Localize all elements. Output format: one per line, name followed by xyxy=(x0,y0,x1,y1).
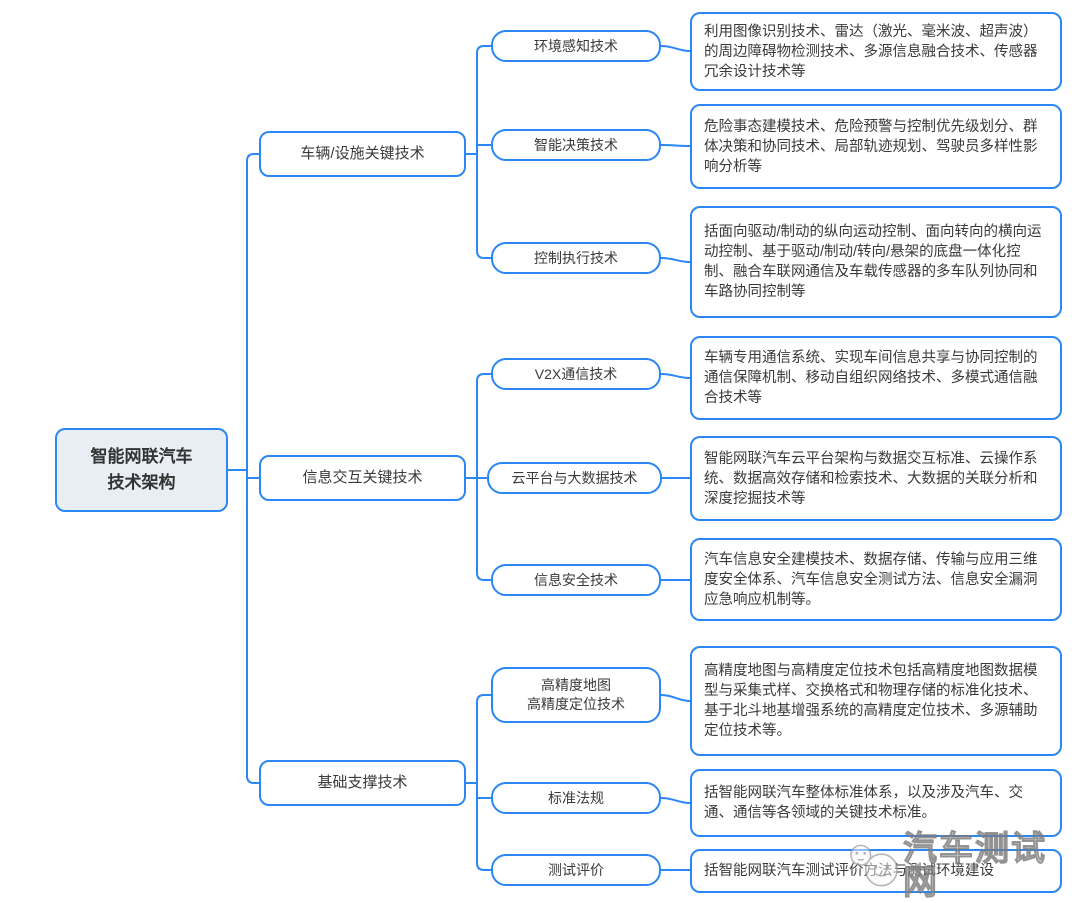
sub-node-info-security: 信息安全技术 xyxy=(491,564,661,596)
sub-node-cloud-bigdata: 云平台与大数据技术 xyxy=(487,462,662,494)
desc-intelligent-decision: 危险事态建模技术、危险预警与控制优先级划分、群体决策和协同技术、局部轨迹规划、驾… xyxy=(690,104,1062,189)
sub-node-label: 智能决策技术 xyxy=(534,136,618,153)
sub-node-hd-map-positioning: 高精度地图 高精度定位技术 xyxy=(491,667,661,723)
sub-node-label: 高精度地图 高精度定位技术 xyxy=(527,677,625,712)
desc-text: 危险事态建模技术、危险预警与控制优先级划分、群体决策和协同技术、局部轨迹规划、驾… xyxy=(704,118,1038,175)
branch-basic-support-tech: 基础支撑技术 xyxy=(259,760,466,806)
branch-label: 信息交互关键技术 xyxy=(302,469,423,487)
desc-text: 高精度地图与高精度定位技术包括高精度地图数据模型与采集式样、交换格式和物理存储的… xyxy=(704,663,1038,739)
desc-cloud-bigdata: 智能网联汽车云平台架构与数据交互标准、云操作系统、数据高效存储和检索技术、大数据… xyxy=(690,436,1062,521)
desc-environment-perception: 利用图像识别技术、雷达（激光、毫米波、超声波）的周边障碍物检测技术、多源信息融合… xyxy=(690,12,1062,91)
sub-node-label: 标准法规 xyxy=(548,789,604,806)
desc-text: 智能网联汽车云平台架构与数据交互标准、云操作系统、数据高效存储和检索技术、大数据… xyxy=(704,450,1038,507)
desc-standards-regulations: 括智能网联汽车整体标准体系，以及涉及汽车、交通、通信等各领域的关键技术标准。 xyxy=(690,769,1062,837)
desc-text: 括面向驱动/制动的纵向运动控制、面向转向的横向运动控制、基于驱动/制动/转向/悬… xyxy=(704,224,1042,300)
sub-node-intelligent-decision: 智能决策技术 xyxy=(491,129,661,161)
desc-test-evaluation: 括智能网联汽车测试评价方法与测试环境建设 xyxy=(690,849,1062,893)
sub-node-v2x-communication: V2X通信技术 xyxy=(491,358,661,390)
branch-label: 基础支撑技术 xyxy=(317,774,408,792)
desc-text: 括智能网联汽车测试评价方法与测试环境建设 xyxy=(704,863,994,879)
sub-node-environment-perception: 环境感知技术 xyxy=(491,30,661,62)
branch-info-interaction-tech: 信息交互关键技术 xyxy=(259,455,466,501)
desc-text: 车辆专用通信系统、实现车间信息共享与协同控制的通信保障机制、移动自组织网络技术、… xyxy=(704,350,1038,406)
sub-node-label: 信息安全技术 xyxy=(534,571,618,588)
branch-vehicle-facility-tech: 车辆/设施关键技术 xyxy=(259,131,466,177)
desc-hd-map-positioning: 高精度地图与高精度定位技术包括高精度地图数据模型与采集式样、交换格式和物理存储的… xyxy=(690,646,1062,756)
sub-node-standards-regulations: 标准法规 xyxy=(491,782,661,814)
branch-label: 车辆/设施关键技术 xyxy=(300,145,425,163)
desc-info-security: 汽车信息安全建模技术、数据存储、传输与应用三维度安全体系、汽车信息安全测试方法、… xyxy=(690,538,1062,621)
sub-node-label: 测试评价 xyxy=(548,861,604,878)
sub-node-test-evaluation: 测试评价 xyxy=(491,854,661,886)
desc-text: 利用图像识别技术、雷达（激光、毫米波、超声波）的周边障碍物检测技术、多源信息融合… xyxy=(704,23,1038,80)
sub-node-control-execution: 控制执行技术 xyxy=(491,242,661,274)
sub-node-label: 控制执行技术 xyxy=(534,249,618,266)
desc-control-execution: 括面向驱动/制动的纵向运动控制、面向转向的横向运动控制、基于驱动/制动/转向/悬… xyxy=(690,206,1062,318)
sub-node-label: 云平台与大数据技术 xyxy=(511,469,638,486)
root-node-label: 智能网联汽车 技术架构 xyxy=(90,446,193,492)
desc-v2x-communication: 车辆专用通信系统、实现车间信息共享与协同控制的通信保障机制、移动自组织网络技术、… xyxy=(690,336,1062,420)
desc-text: 括智能网联汽车整体标准体系，以及涉及汽车、交通、通信等各领域的关键技术标准。 xyxy=(704,785,1023,821)
root-node: 智能网联汽车 技术架构 xyxy=(55,428,228,512)
desc-text: 汽车信息安全建模技术、数据存储、传输与应用三维度安全体系、汽车信息安全测试方法、… xyxy=(704,551,1038,608)
sub-node-label: V2X通信技术 xyxy=(534,365,618,382)
sub-node-label: 环境感知技术 xyxy=(534,37,618,54)
